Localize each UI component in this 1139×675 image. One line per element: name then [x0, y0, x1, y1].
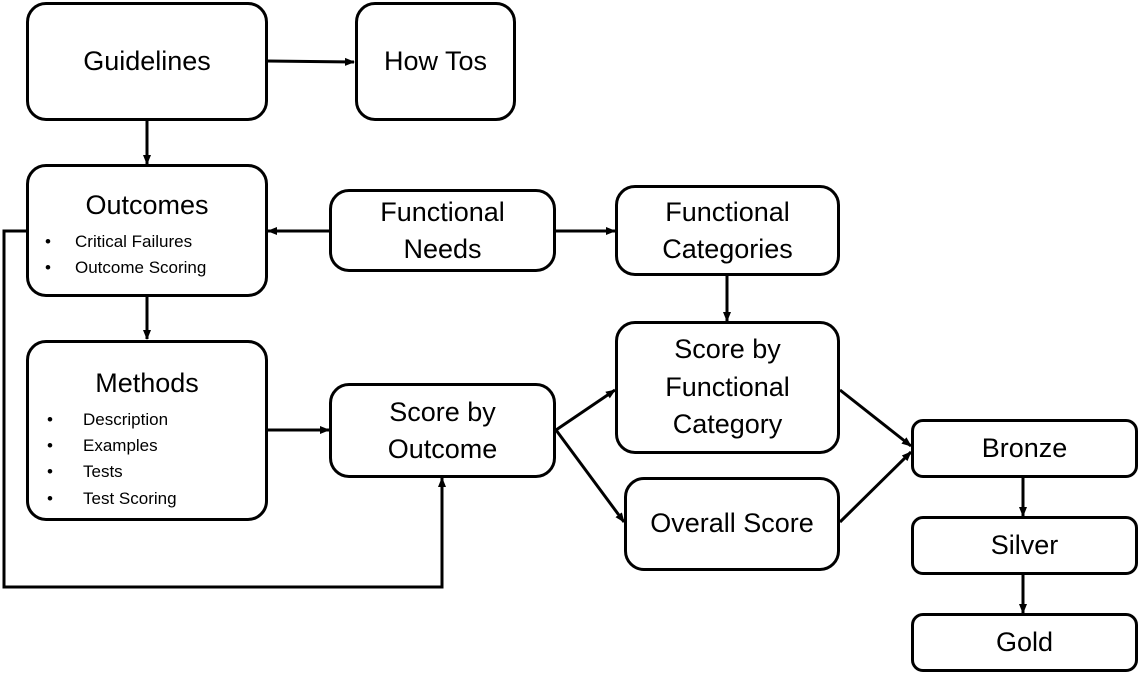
methods-bullet-item: • Examples [29, 433, 265, 459]
gold-node: Gold [911, 613, 1138, 672]
bullet-marker: • [47, 462, 53, 482]
bullet-marker: • [47, 436, 53, 456]
arrow-outcomes-to-score-by-outcome [2, 229, 446, 589]
outcomes-bullet-item: • Critical Failures [29, 229, 265, 255]
score-by-outcome-label-line1: Score by [389, 397, 496, 428]
score-by-outcome-label-line2: Outcome [387, 433, 498, 464]
gold-label: Gold [995, 626, 1054, 657]
arrow-score-by-outcome-to-score-by-functional-category [555, 388, 616, 432]
methods-bullet-item: • Test Scoring [29, 486, 265, 512]
methods-bullet-item: • Tests [29, 459, 265, 485]
bullet-marker: • [45, 231, 51, 251]
methods-node: Methods • Description • Examples • Tests… [26, 340, 268, 521]
outcomes-bullet-item: • Outcome Scoring [29, 255, 265, 281]
methods-bullet-text: Description [83, 409, 169, 429]
functional-needs-label-line1: Functional [380, 197, 505, 228]
outcomes-label: Outcomes [85, 190, 209, 220]
outcomes-bullet-list: • Critical Failures • Outcome Scoring [29, 229, 265, 282]
arrow-score-by-outcome-to-overall-score [554, 429, 626, 523]
functional-categories-label-line2: Categories [662, 233, 793, 264]
outcomes-bullet-text: Outcome Scoring [75, 258, 207, 278]
score-by-functional-category-node: Score by Functional Category [615, 321, 840, 454]
bullet-marker: • [47, 488, 53, 508]
outcomes-bullet-text: Critical Failures [75, 231, 193, 251]
methods-bullet-text: Test Scoring [83, 488, 177, 508]
methods-label: Methods [95, 368, 199, 398]
overall-score-label: Overall Score [650, 508, 814, 539]
functional-categories-node: Functional Categories [615, 185, 840, 276]
methods-bullet-text: Examples [83, 436, 158, 456]
guidelines-node: Guidelines [26, 2, 268, 121]
functional-categories-label-line1: Functional [665, 197, 790, 228]
silver-label: Silver [990, 529, 1059, 560]
how-tos-label: How Tos [383, 45, 488, 76]
arrow-score-by-functional-category-to-bronze [839, 388, 912, 448]
functional-needs-node: Functional Needs [329, 189, 556, 272]
overall-score-node: Overall Score [624, 477, 840, 571]
methods-bullet-item: • Description [29, 407, 265, 433]
functional-needs-label-line2: Needs [403, 233, 482, 264]
guidelines-label: Guidelines [83, 45, 211, 76]
silver-node: Silver [911, 516, 1138, 575]
how-tos-node: How Tos [355, 2, 516, 121]
outcomes-node: Outcomes • Critical Failures • Outcome S… [26, 164, 268, 297]
arrow-overall-score-to-bronze [838, 450, 913, 524]
score-by-functional-category-label-line2: Functional [665, 371, 790, 402]
bronze-node: Bronze [911, 419, 1138, 478]
methods-bullet-list: • Description • Examples • Tests • Test … [29, 407, 265, 512]
arrow-guidelines-to-how-tos [266, 57, 355, 66]
bullet-marker: • [45, 258, 51, 278]
bronze-label: Bronze [981, 432, 1068, 463]
bullet-marker: • [47, 409, 53, 429]
score-by-outcome-node: Score by Outcome [329, 383, 556, 478]
score-by-functional-category-label-line1: Score by [674, 333, 781, 364]
methods-bullet-text: Tests [83, 462, 123, 482]
score-by-functional-category-label-line3: Category [672, 409, 783, 440]
